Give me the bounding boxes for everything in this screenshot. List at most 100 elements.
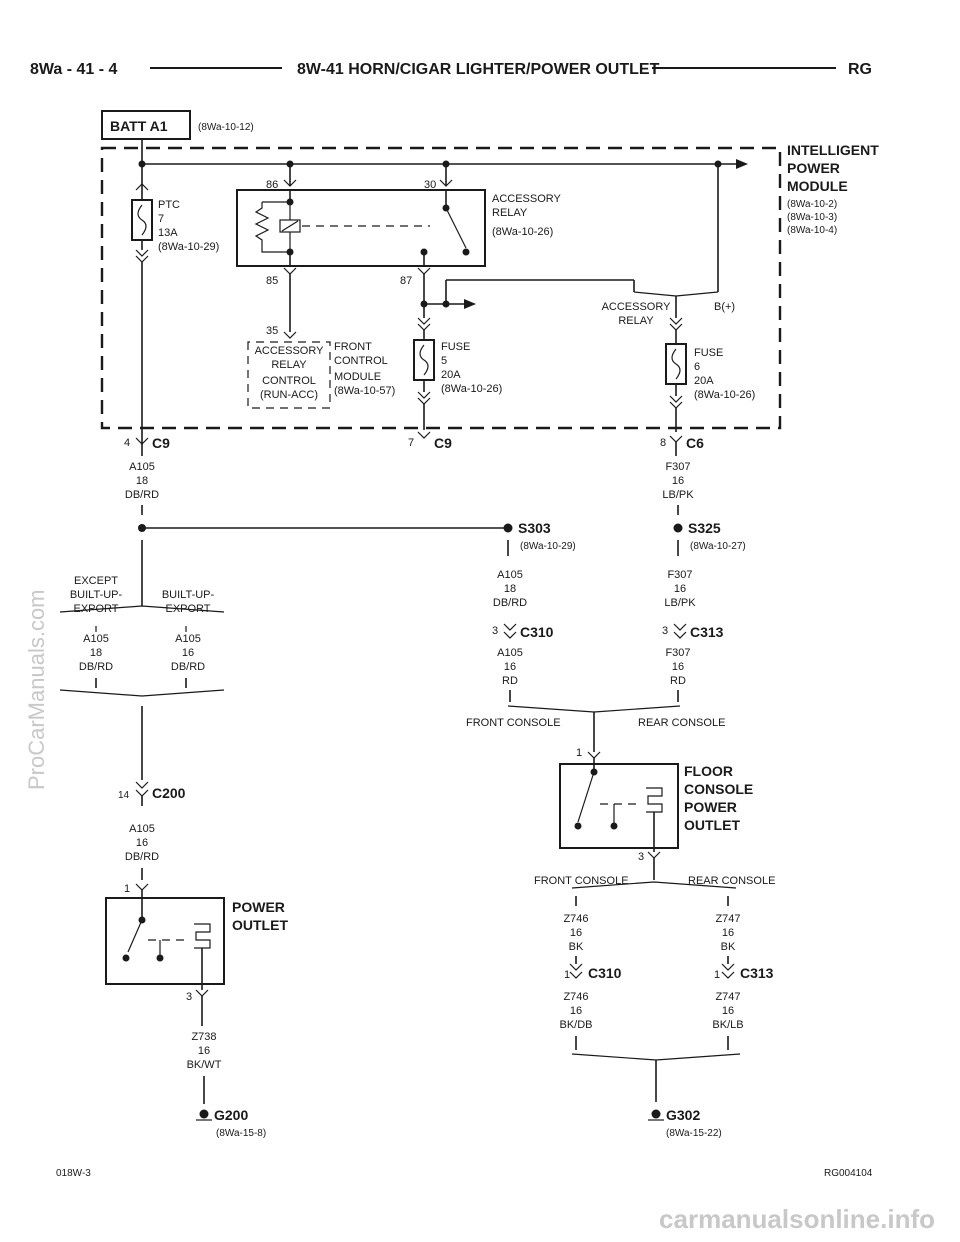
w8-gauge: 16 [722, 927, 734, 939]
fuse5-number: 5 [441, 355, 447, 367]
w6-color: RD [670, 675, 686, 687]
relay-pin-87: 87 [400, 275, 412, 287]
w10-gauge: 16 [722, 1005, 734, 1017]
relay-pin-30: 30 [424, 179, 436, 191]
outlet-label-2: OUTLET [232, 917, 288, 933]
connector-c310-pin3 [503, 623, 517, 639]
w13-gauge: 16 [136, 837, 148, 849]
w7-color: BK [569, 941, 584, 953]
floor-pin1: 1 [576, 747, 582, 759]
export-join [59, 678, 225, 780]
outlet-pin1: 1 [124, 883, 130, 895]
c9a-pin: 4 [124, 437, 130, 449]
relay-output-label-1: ACCESSORY [602, 301, 672, 313]
fuse-6 [665, 317, 687, 432]
c310a-pin: 3 [492, 625, 498, 637]
w9-gauge: 16 [570, 1005, 582, 1017]
export-right-2: EXPORT [165, 603, 210, 615]
fcm-box-2: RELAY [271, 359, 307, 371]
c310a-name: C310 [520, 624, 554, 640]
fuse6-ref: (8Wa-10-26) [694, 389, 755, 401]
w1-color: DB/RD [125, 489, 159, 501]
outlet-pin3: 3 [186, 991, 192, 1003]
c313b-pin: 1 [714, 969, 720, 981]
w7-circuit: Z746 [563, 913, 588, 925]
w2-gauge: 16 [672, 475, 684, 487]
w1-circuit: A105 [129, 461, 155, 473]
fuse-5 [413, 317, 435, 430]
fuse5-label: FUSE [441, 341, 470, 353]
fuse5-rating: 20A [441, 369, 461, 381]
g200-name: G200 [214, 1107, 248, 1123]
c310b-name: C310 [588, 965, 622, 981]
fcm-box-4: (RUN-ACC) [260, 389, 318, 401]
splice-s303 [138, 523, 513, 556]
w10-circuit: Z747 [715, 991, 740, 1003]
w4-gauge: 16 [674, 583, 686, 595]
connector-c310-pin1 [569, 956, 583, 979]
batt-ref: (8Wa-10-12) [198, 122, 254, 133]
split1-left: FRONT CONSOLE [466, 717, 561, 729]
connector-c9-pin7 [417, 431, 431, 439]
connector-c313-pin1 [721, 956, 735, 979]
split-front-rear-1 [507, 690, 681, 759]
g200-ref: (8Wa-15-8) [216, 1128, 266, 1139]
fcm-label-2: CONTROL [334, 355, 388, 367]
w2-color: LB/PK [662, 489, 694, 501]
fuse6-number: 6 [694, 361, 700, 373]
ptc-ref: (8Wa-10-29) [158, 241, 219, 253]
ptc-number: 7 [158, 213, 164, 225]
g302-name: G302 [666, 1107, 700, 1123]
s303-name: S303 [518, 520, 551, 536]
split2-left: FRONT CONSOLE [534, 875, 629, 887]
w4-color: LB/PK [664, 597, 696, 609]
relay-ref: (8Wa-10-26) [492, 226, 553, 238]
floor-pin3: 3 [638, 851, 644, 863]
w8-color: BK [721, 941, 736, 953]
export-right-1: BUILT-UP- [162, 589, 215, 601]
export-left-3: EXPORT [73, 603, 118, 615]
fuse6-rating: 20A [694, 375, 714, 387]
fcm-label-3: MODULE [334, 371, 381, 383]
w14-gauge: 16 [198, 1045, 210, 1057]
c200-name: C200 [152, 785, 186, 801]
relay-label-1: ACCESSORY [492, 193, 562, 205]
w12-gauge: 16 [182, 647, 194, 659]
export-left-2: BUILT-UP- [70, 589, 123, 601]
c9a-name: C9 [152, 435, 170, 451]
floor-label-3: POWER [684, 799, 737, 815]
w13-circuit: A105 [129, 823, 155, 835]
w5-circuit: A105 [497, 647, 523, 659]
side-watermark: ProCarManuals.com [24, 589, 49, 790]
w9-circuit: Z746 [563, 991, 588, 1003]
footer-right: RG004104 [824, 1168, 873, 1179]
c9b-pin: 7 [408, 437, 414, 449]
fuse5-ref: (8Wa-10-26) [441, 383, 502, 395]
connector-c9-pin4 [135, 437, 149, 456]
ptc-7 [131, 183, 153, 444]
c200-pin: 14 [118, 790, 130, 801]
batt-label: BATT A1 [110, 118, 168, 134]
s303-ref: (8Wa-10-29) [520, 541, 576, 552]
accessory-relay [236, 164, 486, 275]
split2-right: REAR CONSOLE [688, 875, 775, 887]
c310b-pin: 1 [564, 969, 570, 981]
w9-color: BK/DB [559, 1019, 592, 1031]
fcm-label-1: FRONT [334, 341, 372, 353]
outlet-label-1: POWER [232, 899, 285, 915]
s325-ref: (8Wa-10-27) [690, 541, 746, 552]
w11-color: DB/RD [79, 661, 113, 673]
w3-gauge: 18 [504, 583, 516, 595]
header-section-code: RG [848, 61, 872, 78]
ipm-ref-1: (8Wa-10-2) [787, 199, 837, 210]
relay-output-label-2: RELAY [618, 315, 654, 327]
g302-ref: (8Wa-15-22) [666, 1128, 722, 1139]
connector-c313-pin3 [673, 623, 687, 639]
c9b-name: C9 [434, 435, 452, 451]
w2-circuit: F307 [665, 461, 690, 473]
w4-circuit: F307 [667, 569, 692, 581]
ipm-label-1: INTELLIGENT [787, 142, 879, 158]
header-title: 8W-41 HORN/CIGAR LIGHTER/POWER OUTLET [297, 61, 660, 78]
floor-console-outlet [559, 758, 679, 852]
w5-color: RD [502, 675, 518, 687]
